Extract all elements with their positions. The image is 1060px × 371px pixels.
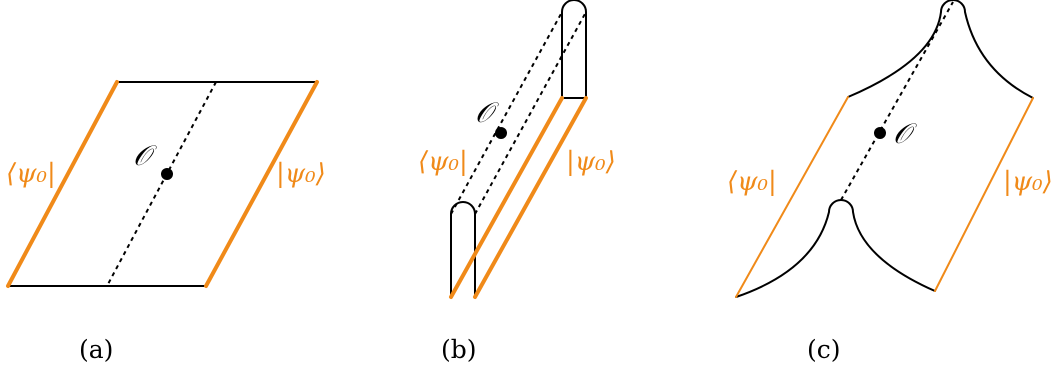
panel-a-left-state-edge [6,80,119,288]
panel-c-lower-boundary [735,199,936,298]
panel-b-caption: (b) [441,335,477,364]
panel-b-right-state-edge [473,96,588,299]
panel-a-bra-label: ⟨ψ₀| [6,159,56,189]
panel-c-upper-boundary [847,0,1034,99]
panel-b-left-state-edge [449,96,564,299]
panel-c-operator-label: 𝒪 [893,117,917,150]
panel-c-bra-label: ⟨ψ₀| [727,167,777,197]
panel-b-bra-label: ⟨ψ₀| [418,147,468,177]
panel-a-operator-dot [161,168,173,180]
panel-a: 𝒪 ⟨ψ₀| |ψ₀⟩ (a) [6,80,326,364]
panel-b-top-flap [561,0,587,99]
panel-a-caption: (a) [79,335,113,364]
panel-a-operator-label: 𝒪 [133,139,157,172]
panel-c-operator-dot [874,127,886,139]
panel-b-dashed-line-1 [450,11,563,215]
panel-a-dashed-line [106,81,217,287]
panel-b-bottom-flap [450,201,476,298]
panel-c-left-state-edge [735,96,849,298]
panel-c-caption: (c) [807,335,841,364]
panel-c-dashed-line [840,1,954,201]
panel-a-right-state-edge [204,80,319,288]
panel-b-dashed-line-2 [474,11,587,215]
panel-c-ket-label: |ψ₀⟩ [1003,167,1053,197]
panel-b-operator-dot [495,127,507,139]
panel-b-operator-label: 𝒪 [475,96,499,129]
panel-a-ket-label: |ψ₀⟩ [276,159,326,189]
panel-c: 𝒪 ⟨ψ₀| |ψ₀⟩ (c) [727,0,1053,364]
panel-b: 𝒪 ⟨ψ₀| |ψ₀⟩ (b) [418,0,616,364]
panel-b-ket-label: |ψ₀⟩ [566,147,616,177]
panel-c-right-state-edge [934,97,1034,292]
